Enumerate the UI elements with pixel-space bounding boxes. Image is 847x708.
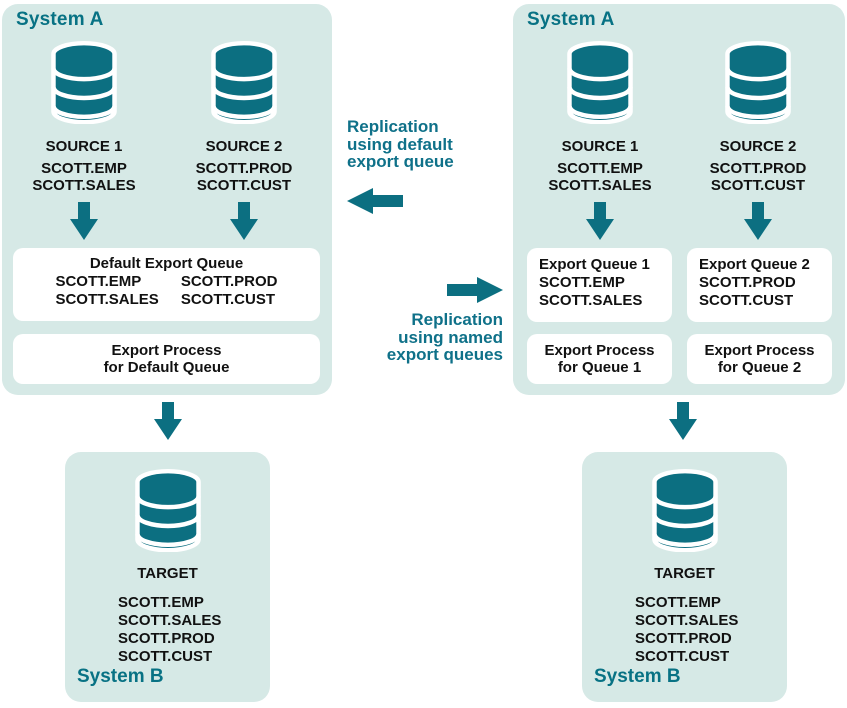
right-source-1: SOURCE 1 SCOTT.EMP SCOTT.SALES <box>520 36 680 240</box>
left-source-1: SOURCE 1 SCOTT.EMP SCOTT.SALES <box>4 36 164 240</box>
left-target-tables: SCOTT.EMP SCOTT.SALES SCOTT.PROD SCOTT.C… <box>118 594 222 665</box>
database-cylinder-icon <box>48 36 120 129</box>
default-export-queue-box: Default Export Queue SCOTT.EMP SCOTT.SAL… <box>13 248 320 321</box>
database-cylinder-icon <box>722 36 794 129</box>
database-cylinder-icon <box>132 464 204 552</box>
database-cylinder-icon <box>649 464 721 552</box>
left-system-b-panel: TARGET SCOTT.EMP SCOTT.SALES SCOTT.PROD … <box>65 452 270 702</box>
left-source-2: SOURCE 2 SCOTT.PROD SCOTT.CUST <box>164 36 324 240</box>
right-system-a-title: System A <box>527 9 615 30</box>
export-queue-1-box: Export Queue 1 SCOTT.EMP SCOTT.SALES <box>527 248 672 322</box>
default-export-queue-tables: SCOTT.EMP SCOTT.SALES SCOTT.PROD SCOTT.C… <box>55 273 278 308</box>
left-system-a-title: System A <box>16 9 104 30</box>
export-process-queue-2-box: Export Process for Queue 2 <box>687 334 832 384</box>
default-export-process-box: Export Process for Default Queue <box>13 334 320 384</box>
left-source-1-tables: SCOTT.EMP SCOTT.SALES <box>32 160 136 194</box>
right-source-1-label: SOURCE 1 <box>561 138 639 155</box>
right-target-label: TARGET <box>654 565 715 582</box>
right-system-b-title: System B <box>594 666 681 687</box>
right-source-2-label: SOURCE 2 <box>719 138 797 155</box>
left-source-1-label: SOURCE 1 <box>45 138 123 155</box>
right-source-1-tables: SCOTT.EMP SCOTT.SALES <box>548 160 652 194</box>
export-queue-1-title: Export Queue 1 <box>539 256 650 273</box>
database-cylinder-icon <box>564 36 636 129</box>
right-system-a-panel: System A SOURCE 1 SCOTT.EMP SCOTT.SALES … <box>513 4 845 395</box>
arrow-down-icon <box>230 202 258 240</box>
arrow-down-icon <box>70 202 98 240</box>
arrow-down-icon <box>669 402 697 440</box>
arrow-down-icon <box>586 202 614 240</box>
right-source-2-tables: SCOTT.PROD SCOTT.CUST <box>709 160 807 194</box>
arrow-left-icon <box>347 188 403 214</box>
right-system-b-panel: TARGET SCOTT.EMP SCOTT.SALES SCOTT.PROD … <box>582 452 787 702</box>
export-process-queue-1-box: Export Process for Queue 1 <box>527 334 672 384</box>
right-target-tables: SCOTT.EMP SCOTT.SALES SCOTT.PROD SCOTT.C… <box>635 594 739 665</box>
database-cylinder-icon <box>208 36 280 129</box>
arrow-down-icon <box>154 402 182 440</box>
default-export-queue-title: Default Export Queue <box>89 255 244 272</box>
export-queue-2-box: Export Queue 2 SCOTT.PROD SCOTT.CUST <box>687 248 832 322</box>
replication-named-label: Replication using named export queues <box>386 310 503 364</box>
left-target-label: TARGET <box>137 565 198 582</box>
left-system-b-title: System B <box>77 666 164 687</box>
arrow-down-icon <box>744 202 772 240</box>
arrow-right-icon <box>447 277 503 303</box>
left-source-2-tables: SCOTT.PROD SCOTT.CUST <box>195 160 293 194</box>
left-system-a-panel: System A SOURCE 1 SCOTT.EMP SCOTT.SALES … <box>2 4 332 395</box>
right-source-2: SOURCE 2 SCOTT.PROD SCOTT.CUST <box>678 36 838 240</box>
export-queue-2-title: Export Queue 2 <box>699 256 810 273</box>
left-source-2-label: SOURCE 2 <box>205 138 283 155</box>
replication-default-label: Replication using default export queue <box>347 117 454 171</box>
